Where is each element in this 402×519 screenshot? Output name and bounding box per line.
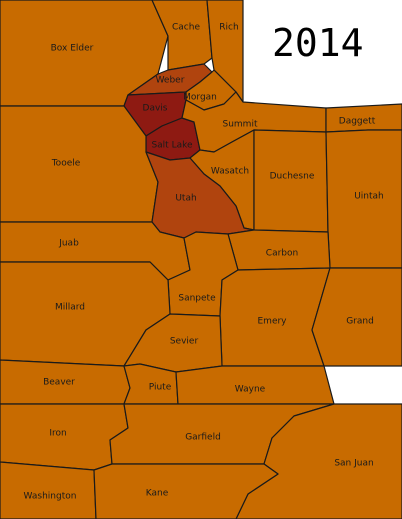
county-kane[interactable] [93,463,279,519]
label-box-elder: Box Elder [51,44,94,54]
label-utah: Utah [175,194,196,204]
label-weber: Weber [156,76,185,86]
label-millard: Millard [55,303,85,313]
label-emery: Emery [257,317,287,327]
label-juab: Juab [58,239,79,249]
label-duchesne: Duchesne [270,172,315,182]
year-label: 2014 [272,21,364,65]
county-wayne[interactable] [175,365,335,405]
label-beaver: Beaver [43,378,75,388]
county-grand[interactable] [311,267,402,367]
label-wayne: Wayne [235,385,266,395]
label-uintah: Uintah [354,192,384,202]
label-sanpete: Sanpete [178,294,216,304]
county-washington[interactable] [0,461,97,519]
label-morgan: Morgan [183,93,217,103]
label-summit: Summit [223,120,258,130]
label-tooele: Tooele [51,159,81,169]
label-washington: Washington [24,492,77,502]
label-iron: Iron [49,429,66,439]
label-carbon: Carbon [266,249,298,259]
label-garfield: Garfield [185,433,221,443]
label-salt-lake: Salt Lake [151,141,193,151]
label-daggett: Daggett [339,117,376,127]
year-panel [243,0,402,102]
label-grand: Grand [346,317,374,327]
label-cache: Cache [172,23,200,33]
label-davis: Davis [143,104,168,114]
label-san-juan: San Juan [334,459,373,469]
label-rich: Rich [219,23,238,33]
label-piute: Piute [149,383,172,393]
label-sevier: Sevier [170,337,199,347]
label-kane: Kane [146,489,169,499]
label-wasatch: Wasatch [211,167,249,177]
